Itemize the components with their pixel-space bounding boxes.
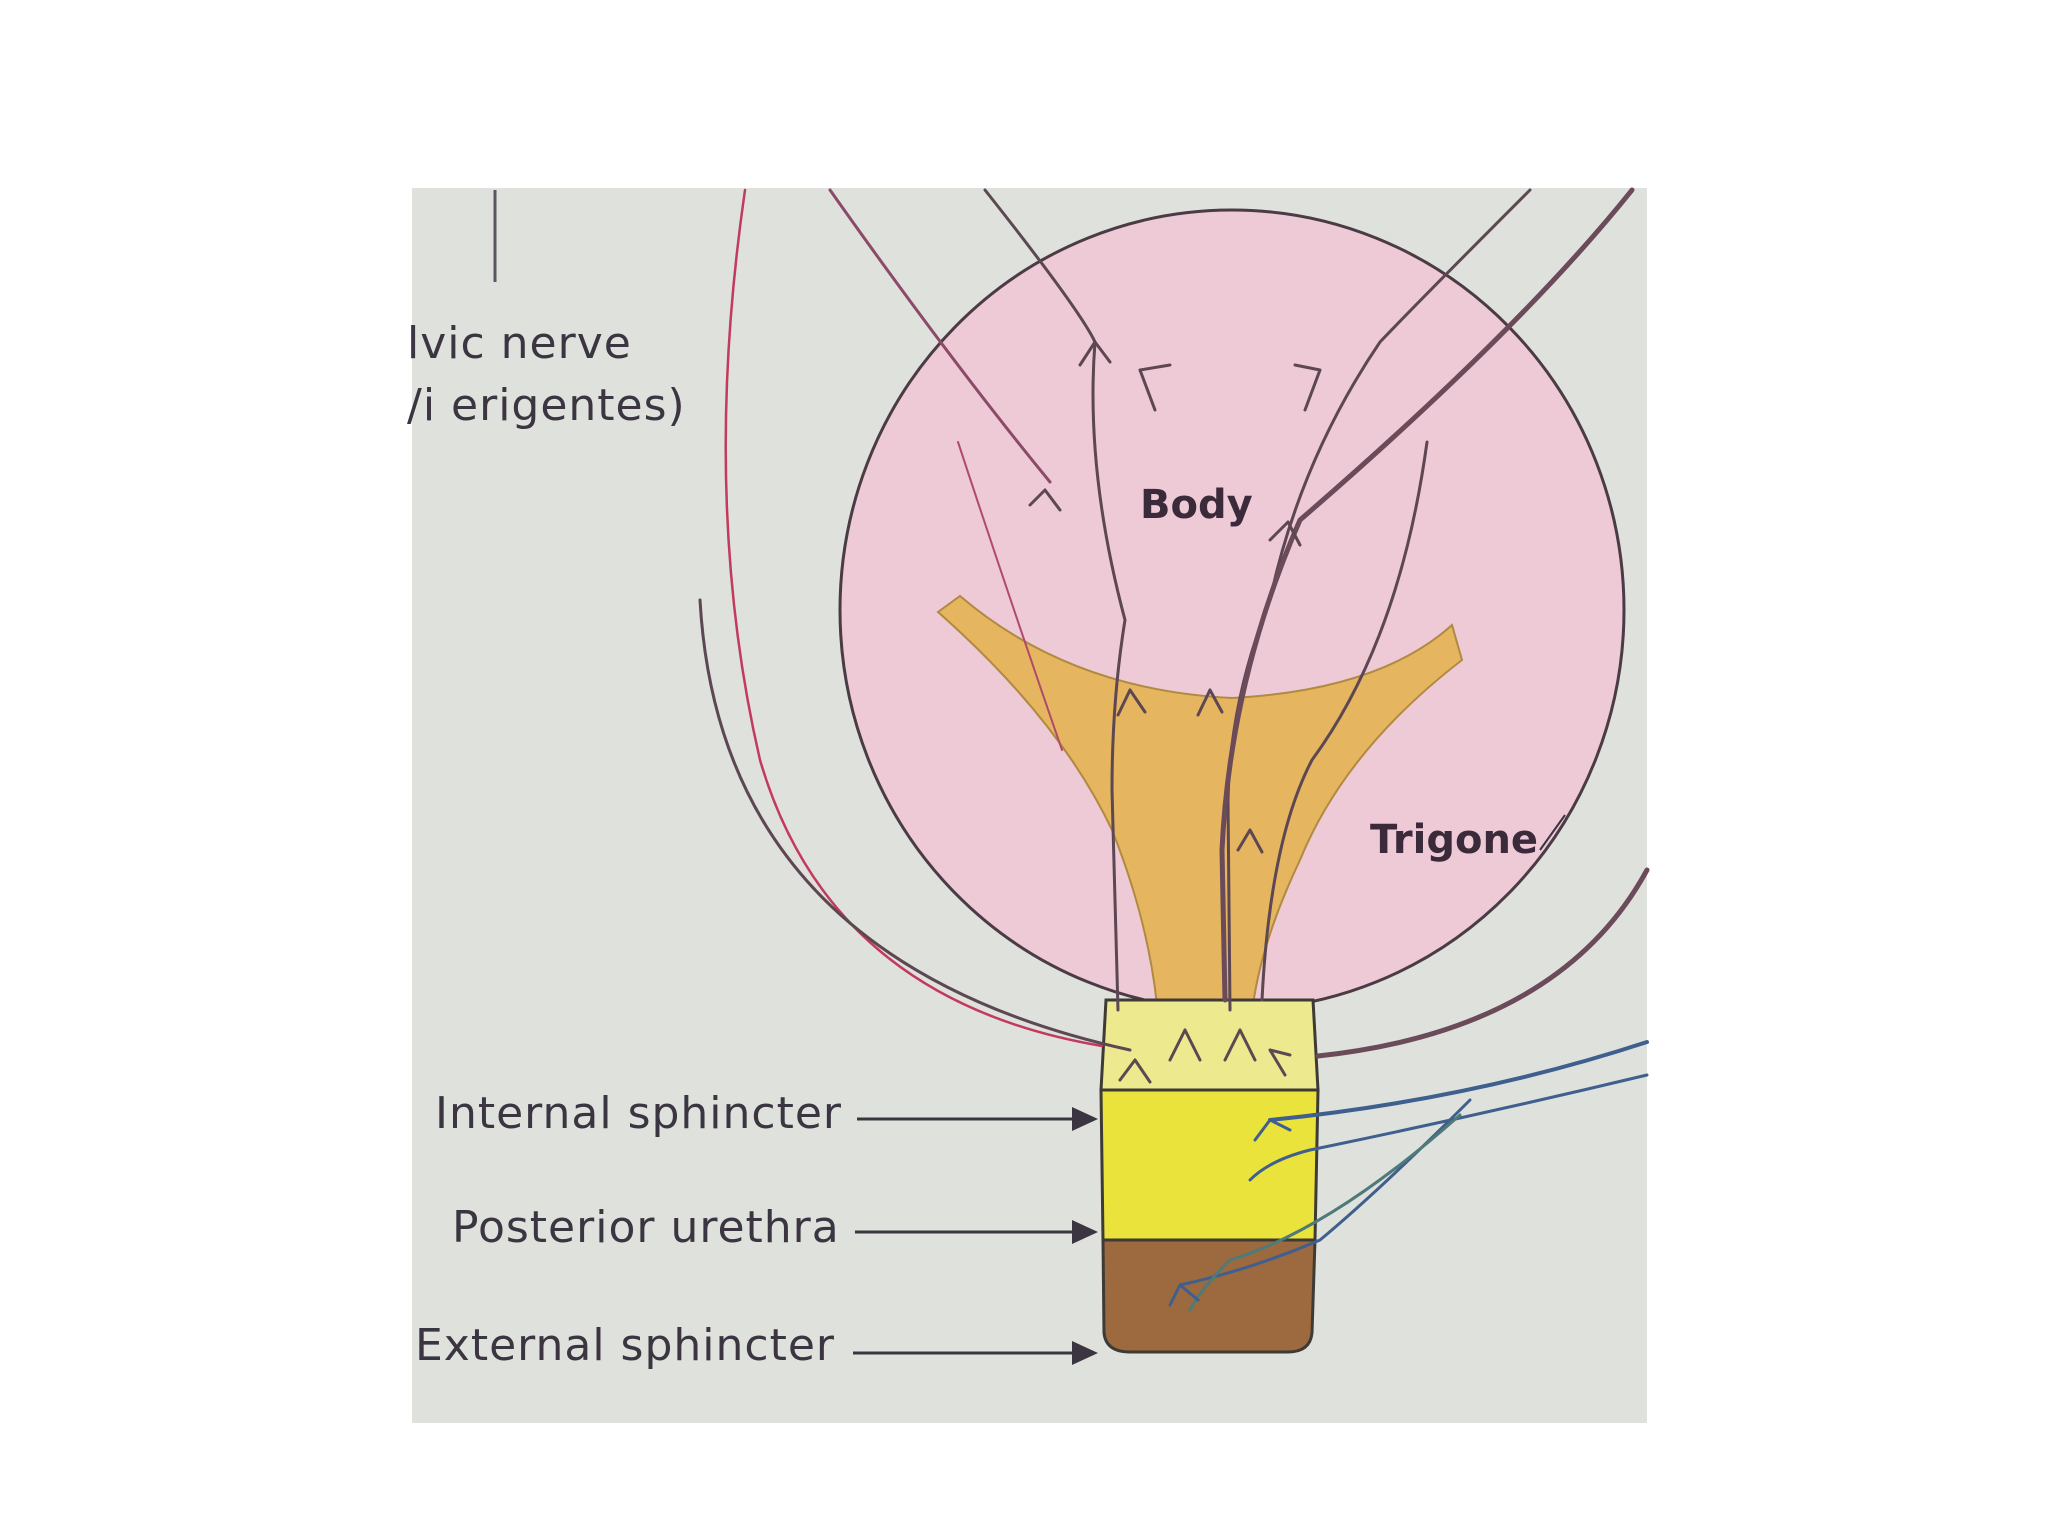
pelvic-nerve-label-line1: lvic nerve: [407, 318, 632, 369]
pelvic-nerve-label-line2: /i erigentes): [407, 380, 686, 431]
pelvic-nerve-fiber-2: [983, 188, 1127, 1012]
arrowhead-external-sphincter: [1072, 1341, 1098, 1365]
posterior-urethra-label: Posterior urethra: [452, 1202, 840, 1253]
pelvic-nerve-right-outer: [1315, 867, 1650, 1059]
pelvic-nerve-fiber-5: [1260, 440, 1429, 1002]
arrowhead-posterior-urethra: [1072, 1220, 1098, 1244]
internal-sphincter-segment: [1099, 998, 1320, 1092]
body-label: Body: [1140, 482, 1253, 528]
arrowhead-internal-sphincter: [1072, 1107, 1098, 1131]
pelvic-nerve-outer-left: [698, 598, 1132, 1052]
pudendal-nerve-4: [1188, 1113, 1462, 1312]
sensory-nerve-left: [724, 188, 1104, 1048]
arrows: [853, 1107, 1098, 1365]
pelvic-nerve-fiber-4: [1219, 187, 1635, 1003]
trigone-leader-line: [1539, 814, 1566, 851]
nerve-endings: [1028, 340, 1322, 1084]
pudendal-nerve-1: [1268, 1040, 1649, 1122]
sphincter-nerve-endings: [1168, 1118, 1292, 1307]
sensory-nerve-branch: [957, 441, 1063, 751]
internal-sphincter-label: Internal sphincter: [435, 1088, 842, 1139]
pudendal-nerve-2: [1248, 1073, 1649, 1182]
posterior-urethra-segment: [1099, 1088, 1320, 1242]
trigone-label: Trigone: [1370, 817, 1538, 863]
external-sphincter-label: External sphincter: [415, 1320, 835, 1371]
pelvic-nerve-fiber-1: [828, 188, 1052, 484]
external-sphincter-segment: [1101, 1238, 1317, 1354]
